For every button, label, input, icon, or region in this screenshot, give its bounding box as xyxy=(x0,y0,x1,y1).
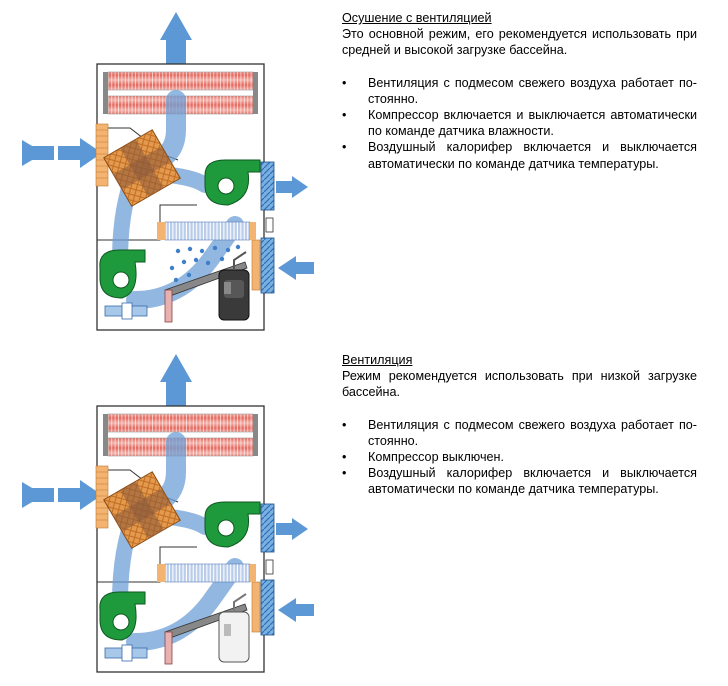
list-item: • Вентиляция с подмесом свежего воздуха р… xyxy=(342,75,697,107)
heat-exchanger-icon xyxy=(103,471,181,549)
supply-fan-icon xyxy=(204,159,261,206)
bullet-icon: • xyxy=(342,417,347,432)
bullet-text: Компрессор включается и выключается авто… xyxy=(368,108,697,139)
list-item: • Компрессор выключен. xyxy=(342,449,697,465)
bullet-text: Воздушный калорифер включается и выключа… xyxy=(368,466,697,497)
exhaust-fan-icon xyxy=(99,249,146,299)
supply-air-arrow xyxy=(276,518,308,540)
preheat-coil-icon xyxy=(95,123,109,187)
list-item: • Компрессор включается и выключается авт… xyxy=(342,107,697,139)
fresh-air-intake-arrow xyxy=(22,138,102,168)
bullet-icon: • xyxy=(342,108,347,123)
return-air-arrow xyxy=(278,598,314,622)
evaporator-coil-icon xyxy=(157,221,256,241)
filter-icon xyxy=(251,503,275,636)
list-item: • Воздушный калорифер включается и выключ… xyxy=(342,139,697,171)
mode-bullet-list: • Вентиляция с подмесом свежего воздуха р… xyxy=(342,75,697,172)
mode-heading: Осушение с вентиляцией xyxy=(342,11,492,25)
mode-section-dehumidification-ventilation: Осушение с вентиляцией Это основной режи… xyxy=(22,10,697,331)
return-air-arrow xyxy=(278,256,314,280)
mode-section-ventilation: Вентиляция Режим рекомендуется использов… xyxy=(0,343,728,686)
mode-heading: Вентиляция xyxy=(342,353,413,367)
heat-exchanger-icon xyxy=(103,129,181,207)
compressor-icon xyxy=(218,593,250,663)
mode-description: Осушение с вентиляцией Это основной режи… xyxy=(342,10,697,172)
bullet-text: Вентиляция с подмесом свежего воздуха ра… xyxy=(368,75,697,106)
bullet-text: Воздушный калорифер включается и выключа… xyxy=(368,140,697,171)
unit-diagram-dehumidification xyxy=(22,12,314,331)
unit-diagram-ventilation xyxy=(22,354,314,673)
mode-intro: Режим рекомендуется использовать при низ… xyxy=(342,369,697,400)
bullet-icon: • xyxy=(342,466,347,481)
supply-air-arrow xyxy=(276,176,308,198)
preheat-coil-icon xyxy=(95,465,109,529)
bullet-text: Компрессор выключен. xyxy=(368,450,504,465)
list-item: • Вентиляция с подмесом свежего воздуха р… xyxy=(342,417,697,449)
filter-icon xyxy=(251,161,275,294)
exhaust-fan-icon xyxy=(99,591,146,641)
mode-intro: Это основной режим, его рекомендуется ис… xyxy=(342,27,697,58)
supply-fan-icon xyxy=(204,501,261,548)
evaporator-coil-icon xyxy=(157,563,256,583)
bullet-icon: • xyxy=(342,450,347,465)
bullet-text: Вентиляция с подмесом свежего воздуха ра… xyxy=(368,417,697,448)
mode-bullet-list: • Вентиляция с подмесом свежего воздуха р… xyxy=(342,417,697,498)
compressor-icon xyxy=(218,251,250,321)
bypass-pipe-icon xyxy=(104,644,148,662)
fresh-air-intake-arrow xyxy=(22,480,102,510)
list-item: • Воздушный калорифер включается и выключ… xyxy=(342,465,697,497)
condensate-droplets xyxy=(169,244,241,283)
bypass-pipe-icon xyxy=(104,302,148,320)
mode-description: Вентиляция Режим рекомендуется использов… xyxy=(342,352,697,498)
bullet-icon: • xyxy=(342,75,347,90)
bullet-icon: • xyxy=(342,140,347,155)
